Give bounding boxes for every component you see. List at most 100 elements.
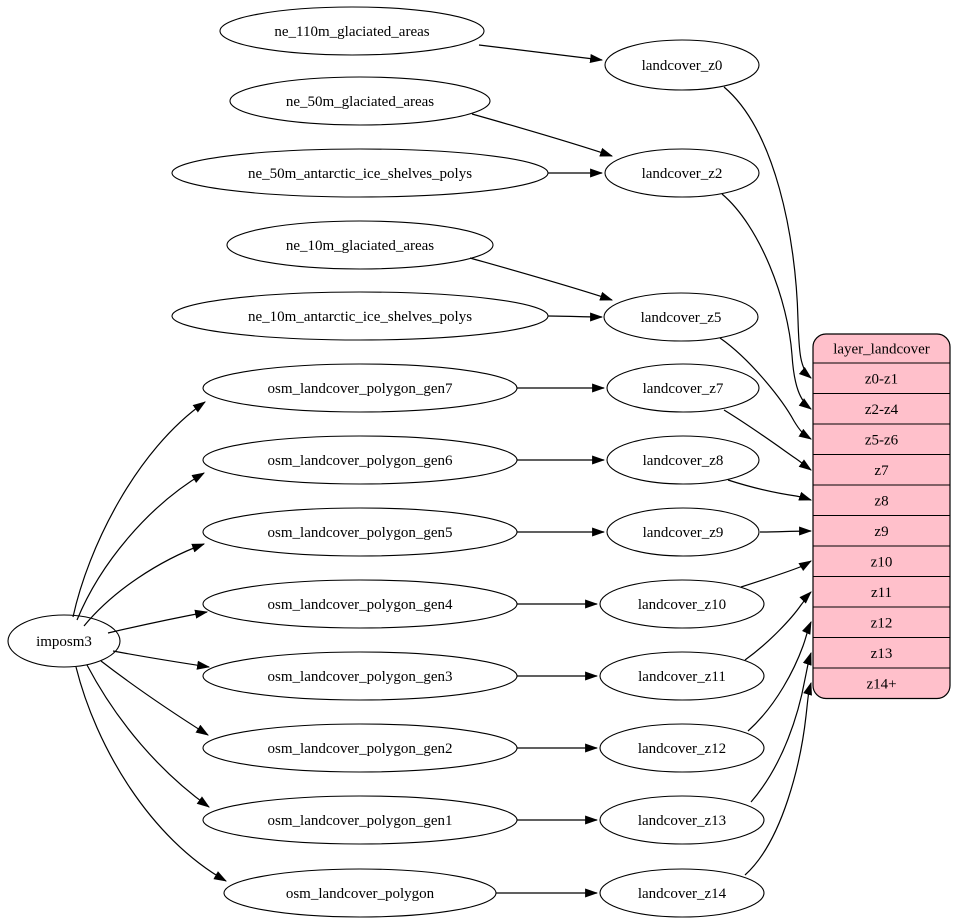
landcover_z14-label: landcover_z14 [638, 886, 727, 902]
landcover_z9-label: landcover_z9 [643, 525, 724, 541]
landcover_z5-label: landcover_z5 [641, 310, 722, 326]
edge-ne_50m_glaciated_areas--landcover_z2 [471, 113, 614, 157]
landcover_z14-shape [599, 868, 765, 918]
osm_landcover_polygon_gen2-label: osm_landcover_polygon_gen2 [268, 741, 453, 757]
landcover_z7-shape [606, 363, 760, 413]
node-osm_landcover_polygon_gen1: osm_landcover_polygon_gen1 [202, 795, 518, 845]
record-row-z11-label: z11 [871, 585, 892, 601]
edge-landcover_z8--layer_landcover-z8 [727, 479, 813, 501]
layer_landcover-box [812, 333, 951, 700]
node-osm_landcover_polygon: osm_landcover_polygon [223, 868, 497, 918]
node-landcover_z10: landcover_z10 [599, 579, 765, 629]
osm_landcover_polygon_gen6-label: osm_landcover_polygon_gen6 [268, 453, 453, 469]
node-landcover_z12: landcover_z12 [599, 723, 765, 773]
record-row-z9-label: z9 [874, 524, 888, 540]
node-ne_50m_glaciated_areas: ne_50m_glaciated_areas [229, 76, 491, 126]
landcover_z2-label: landcover_z2 [642, 166, 723, 182]
record-row-z5-z6-label: z5-z6 [865, 432, 899, 448]
osm_landcover_polygon_gen5-label: osm_landcover_polygon_gen5 [268, 525, 453, 541]
edge-landcover_z14--layer_landcover-z14+ [744, 681, 812, 876]
landcover_z5-shape [603, 292, 759, 342]
landcover_z12-shape [599, 723, 765, 773]
node-landcover_z11: landcover_z11 [599, 651, 765, 701]
node-landcover_z8: landcover_z8 [606, 435, 760, 485]
landcover_z10-label: landcover_z10 [638, 597, 726, 613]
edge-landcover_z11--layer_landcover-z11 [744, 591, 812, 661]
edge-ne_10m_antarctic_ice_shelves_polys--landcover_z5 [547, 312, 604, 322]
landcover_z8-shape [606, 435, 760, 485]
node-landcover_z9: landcover_z9 [606, 507, 760, 557]
node-ne_10m_antarctic_ice_shelves_polys: ne_10m_antarctic_ice_shelves_polys [171, 291, 549, 341]
node-landcover_z13: landcover_z13 [599, 795, 765, 845]
ne_10m_glaciated_areas-label: ne_10m_glaciated_areas [286, 238, 434, 254]
edge-imposm3--osm_landcover_polygon_gen6 [76, 472, 205, 621]
ne_50m_glaciated_areas-shape [229, 76, 491, 126]
node-osm_landcover_polygon_gen7: osm_landcover_polygon_gen7 [202, 363, 518, 413]
edge-imposm3--osm_landcover_polygon_gen7 [72, 401, 206, 618]
node-landcover_z0: landcover_z0 [604, 39, 760, 91]
node-ne_110m_glaciated_areas: ne_110m_glaciated_areas [219, 6, 485, 56]
landcover_z9-shape [606, 507, 760, 557]
layer_landcover-title: layer_landcover [833, 342, 930, 358]
edge-landcover_z7--layer_landcover-z7 [723, 409, 812, 471]
landcover_z11-shape [599, 651, 765, 701]
node-landcover_z7: landcover_z7 [606, 363, 760, 413]
edge-imposm3--osm_landcover_polygon_gen5 [83, 543, 206, 627]
node-landcover_z2: landcover_z2 [604, 148, 760, 198]
record-row-z2-z4-label: z2-z4 [865, 402, 899, 418]
ne_50m_glaciated_areas-label: ne_50m_glaciated_areas [286, 94, 434, 110]
record-row-z13-label: z13 [871, 646, 893, 662]
landcover_z13-shape [599, 795, 765, 845]
osm_landcover_polygon_gen4-label: osm_landcover_polygon_gen4 [268, 597, 453, 613]
node-osm_landcover_polygon_gen2: osm_landcover_polygon_gen2 [202, 723, 518, 773]
record-row-z7-label: z7 [874, 463, 889, 479]
ne_50m_antarctic_ice_shelves_polys-label: ne_50m_antarctic_ice_shelves_polys [248, 166, 472, 182]
node-landcover_z14: landcover_z14 [599, 868, 765, 918]
landcover_z0-shape [604, 39, 760, 91]
edges-layer [72, 44, 813, 898]
nodes-layer: imposm3 ne_110m_glaciated_areas ne_50m_gla… [7, 6, 951, 918]
edge-landcover_z2--layer_landcover-z2-z4 [721, 193, 812, 410]
node-landcover_z5: landcover_z5 [603, 292, 759, 342]
edge-landcover_z9--layer_landcover-z9 [759, 526, 813, 536]
ne_110m_glaciated_areas-label: ne_110m_glaciated_areas [274, 24, 429, 40]
record-row-z14+-label: z14+ [866, 676, 896, 692]
record-row-z12-label: z12 [871, 615, 893, 631]
edge-landcover_z10--layer_landcover-z10 [740, 560, 812, 588]
osm_landcover_polygon_gen1-label: osm_landcover_polygon_gen1 [268, 813, 453, 829]
node-osm_landcover_polygon_gen4: osm_landcover_polygon_gen4 [202, 579, 518, 629]
edge-imposm3--osm_landcover_polygon [75, 666, 227, 882]
node-ne_50m_antarctic_ice_shelves_polys: ne_50m_antarctic_ice_shelves_polys [171, 148, 549, 198]
node-osm_landcover_polygon_gen5: osm_landcover_polygon_gen5 [202, 507, 518, 557]
edge-landcover_z0--layer_landcover-z0-z1 [723, 86, 812, 379]
landcover_z7-label: landcover_z7 [643, 381, 724, 397]
record-row-z8-label: z8 [874, 493, 888, 509]
edge-imposm3--osm_landcover_polygon_gen1 [86, 664, 210, 808]
landcover_z2-shape [604, 148, 760, 198]
osm_landcover_polygon_gen7-label: osm_landcover_polygon_gen7 [268, 381, 453, 397]
edge-landcover_z5--layer_landcover-z5-z6 [719, 337, 812, 440]
record-row-z10-label: z10 [871, 554, 893, 570]
landcover_z0-label: landcover_z0 [642, 58, 723, 74]
record-row-z0-z1-label: z0-z1 [865, 371, 898, 387]
osm_landcover_polygon-label: osm_landcover_polygon [286, 886, 435, 902]
ne_10m_glaciated_areas-shape [226, 220, 494, 270]
landcover_z10-shape [599, 579, 765, 629]
landcover_z8-label: landcover_z8 [643, 453, 724, 469]
landcover_z11-label: landcover_z11 [638, 669, 726, 685]
osm_landcover_polygon_gen3-label: osm_landcover_polygon_gen3 [268, 669, 453, 685]
node-osm_landcover_polygon_gen3: osm_landcover_polygon_gen3 [202, 651, 518, 701]
node-layer_landcover: layer_landcover z0-z1 z2-z4 z5-z6 z7 z8 z9 z10 z… [812, 333, 951, 700]
edge-ne_110m_glaciated_areas--landcover_z0 [478, 44, 604, 64]
ne_110m_glaciated_areas-shape [219, 6, 485, 56]
imposm3-label: imposm3 [36, 634, 92, 650]
edge-imposm3--osm_landcover_polygon_gen4 [107, 609, 209, 634]
edge-imposm3--osm_landcover_polygon_gen2 [100, 660, 209, 736]
edge-ne_10m_glaciated_areas--landcover_z5 [469, 257, 614, 301]
imposm3-shape [7, 614, 121, 668]
node-ne_10m_glaciated_areas: ne_10m_glaciated_areas [226, 220, 494, 270]
node-osm_landcover_polygon_gen6: osm_landcover_polygon_gen6 [202, 435, 518, 485]
landcover_z12-label: landcover_z12 [638, 741, 726, 757]
